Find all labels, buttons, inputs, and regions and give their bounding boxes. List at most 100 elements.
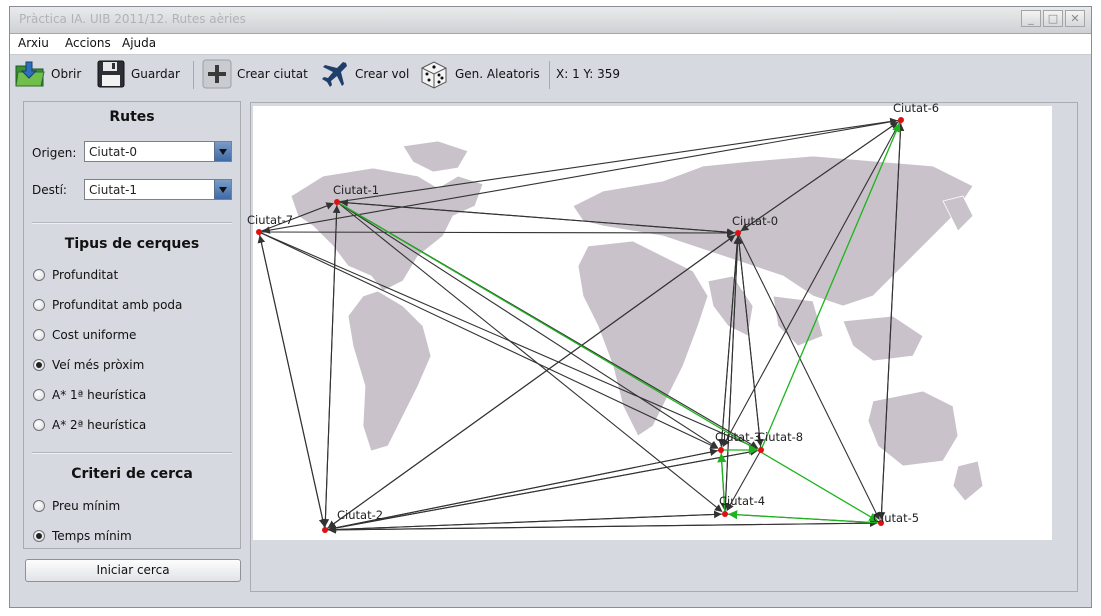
airplane-icon: [322, 62, 347, 87]
route-line: [258, 202, 334, 233]
radio-button[interactable]: [33, 359, 45, 371]
city-label: Ciutat-7: [247, 213, 293, 227]
city-label: Ciutat-6: [893, 101, 939, 115]
minimize-button[interactable]: _: [1021, 10, 1041, 27]
radio-label: A* 1ª heurística: [52, 388, 147, 402]
coordinate-readout: X: 1 Y: 359: [556, 67, 621, 81]
radio-label: Veí més pròxim: [52, 358, 145, 372]
city-marker[interactable]: [722, 511, 728, 517]
city-label: Ciutat-2: [337, 508, 383, 522]
route-line: [328, 449, 762, 532]
city-label: Ciutat-5: [873, 511, 919, 525]
maximize-button[interactable]: □: [1043, 10, 1063, 27]
route-line: [735, 236, 762, 451]
route-line: [258, 229, 735, 237]
radio-astar-heuristic-1[interactable]: A* 1ª heurística: [33, 388, 146, 402]
route-line: [880, 123, 905, 524]
divider: [32, 452, 232, 454]
route-line: [262, 119, 902, 234]
route-line: [257, 235, 326, 531]
origin-label: Origen:: [32, 146, 77, 160]
route-line: [722, 119, 902, 448]
city-marker[interactable]: [878, 520, 884, 526]
radio-label: Temps mínim: [52, 529, 132, 543]
city-label: Ciutat-0: [732, 214, 778, 228]
city-label: Ciutat-1: [333, 183, 379, 197]
radio-button[interactable]: [33, 389, 45, 401]
route-line: [726, 449, 762, 512]
land-masses: [290, 140, 984, 502]
city-marker[interactable]: [898, 117, 904, 123]
origin-select[interactable]: Ciutat-0: [84, 141, 232, 162]
open-label: Obrir: [51, 67, 82, 81]
radio-button[interactable]: [33, 530, 45, 542]
radio-button[interactable]: [33, 500, 45, 512]
radio-astar-heuristic-2[interactable]: A* 2ª heurística: [33, 418, 146, 432]
route-line: [328, 449, 722, 532]
path-segment: [760, 122, 901, 451]
open-folder-icon: [15, 61, 45, 87]
route-line: [328, 522, 882, 534]
route-line: [328, 513, 726, 534]
create-flight-button[interactable]: Crear vol: [320, 55, 409, 93]
flight-routes: [257, 117, 905, 534]
radio-depth-pruning[interactable]: Profunditat amb poda: [33, 298, 182, 312]
route-line: [258, 231, 719, 449]
city-marker[interactable]: [718, 447, 724, 453]
radio-min-price[interactable]: Preu mínim: [33, 499, 120, 513]
destination-label: Destí:: [32, 183, 67, 197]
radio-label: Profunditat amb poda: [52, 298, 183, 312]
radio-depth-first[interactable]: Profunditat: [33, 268, 118, 282]
save-label: Guardar: [131, 67, 180, 81]
radio-uniform-cost[interactable]: Cost uniforme: [33, 328, 136, 342]
divider: [32, 222, 232, 224]
route-line: [327, 232, 739, 529]
found-path: [336, 122, 901, 524]
radio-button[interactable]: [33, 269, 45, 281]
dice-icon: [421, 61, 447, 89]
city-marker[interactable]: [735, 230, 741, 236]
destination-select[interactable]: Ciutat-1: [84, 179, 232, 200]
chevron-down-icon[interactable]: [214, 180, 231, 199]
application-window: Pràctica IA. UIB 2011/12. Rutes aèries _…: [9, 6, 1092, 608]
toolbar-separator: [193, 61, 194, 89]
criteria-title: Criteri de cerca: [71, 466, 193, 482]
radio-button[interactable]: [33, 419, 45, 431]
open-button[interactable]: Obrir: [14, 55, 81, 93]
radio-label: Cost uniforme: [52, 328, 137, 342]
start-search-button[interactable]: Iniciar cerca: [25, 559, 241, 582]
search-options-panel: Rutes Origen: Ciutat-0 Destí: Ciutat-1 T…: [23, 101, 241, 549]
save-button[interactable]: Guardar: [96, 55, 180, 93]
menu-ajuda[interactable]: Ajuda: [122, 36, 157, 50]
cities: Ciutat-0Ciutat-1Ciutat-2Ciutat-3Ciutat-4…: [247, 101, 939, 533]
city-marker[interactable]: [334, 199, 340, 205]
create-city-label: Crear ciutat: [237, 67, 308, 81]
city-label: Ciutat-4: [719, 494, 765, 508]
radio-button[interactable]: [33, 329, 45, 341]
chevron-down-icon[interactable]: [214, 142, 231, 161]
menu-accions[interactable]: Accions: [65, 36, 111, 50]
route-line: [720, 236, 741, 451]
random-generate-button[interactable]: Gen. Aleatoris: [418, 55, 540, 93]
close-button[interactable]: ✕: [1065, 10, 1085, 27]
radio-nearest-neighbor[interactable]: Veí més pròxim: [33, 358, 144, 372]
menu-arxiu[interactable]: Arxiu: [18, 36, 49, 50]
destination-value: Ciutat-1: [89, 183, 138, 197]
radio-label: Preu mínim: [52, 499, 121, 513]
origin-value: Ciutat-0: [89, 145, 138, 159]
plus-icon: [202, 59, 232, 89]
city-marker[interactable]: [322, 527, 328, 533]
city-marker[interactable]: [758, 447, 764, 453]
route-line: [724, 236, 742, 515]
title-bar[interactable]: Pràctica IA. UIB 2011/12. Rutes aèries _…: [10, 7, 1091, 34]
radio-min-time[interactable]: Temps mínim: [33, 529, 132, 543]
route-line: [740, 119, 902, 232]
route-line: [340, 199, 739, 234]
world-map-canvas[interactable]: Ciutat-0Ciutat-1Ciutat-2Ciutat-3Ciutat-4…: [247, 101, 1052, 540]
create-city-button[interactable]: Crear ciutat: [202, 55, 308, 93]
route-line: [336, 117, 898, 203]
path-segment: [336, 201, 879, 522]
radio-button[interactable]: [33, 299, 45, 311]
city-marker[interactable]: [256, 229, 262, 235]
